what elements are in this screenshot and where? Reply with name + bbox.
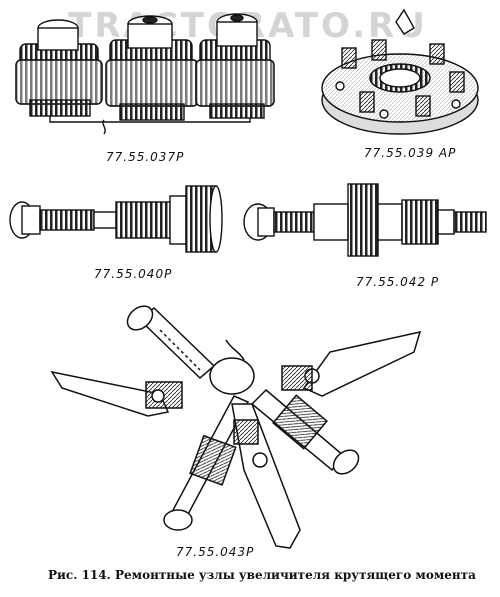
satellite-assembly-drawing — [50, 305, 422, 549]
planet-carrier-drawing — [321, 8, 479, 135]
shaft-040-drawing — [9, 185, 223, 253]
part-label-040: 77.55.040Р — [94, 267, 173, 281]
shaft-042-drawing — [243, 183, 487, 257]
part-label-043: 77.55.043Р — [176, 545, 255, 559]
part-label-037: 77.55.037Р — [106, 150, 185, 164]
part-label-042: 77.55.042 Р — [356, 275, 440, 289]
part-label-039: 77.55.039 АР — [364, 146, 457, 160]
figure-caption: Рис. 114. Ремонтные узлы увеличителя кру… — [48, 568, 476, 582]
gear-block-drawing — [15, 13, 275, 135]
